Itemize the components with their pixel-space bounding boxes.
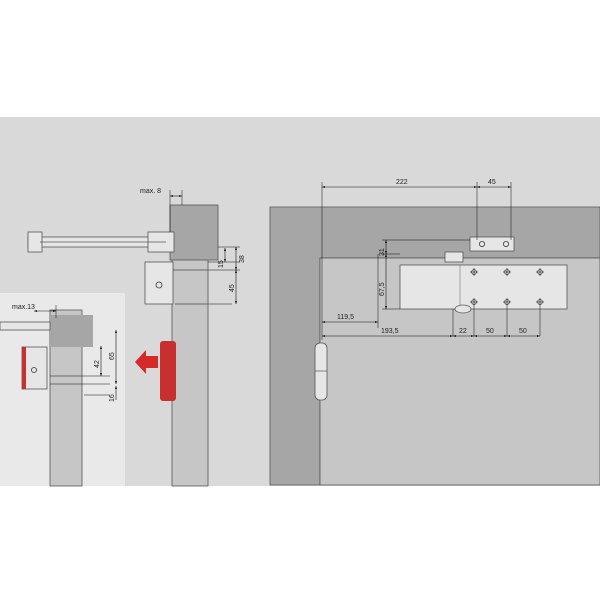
- inset-dim-65: 65: [109, 352, 116, 360]
- hinge-icon: [314, 342, 328, 401]
- arm-end: [27, 231, 43, 253]
- front-dim-45: 45: [488, 179, 496, 186]
- inset-frame-block: [49, 315, 93, 347]
- inset-view: max.13 42 65 16: [0, 293, 125, 487]
- inset-closer-body: [21, 346, 48, 390]
- screw-hole-icon: [502, 240, 509, 247]
- side-dim-38: 38: [239, 255, 246, 263]
- arm-link: [444, 251, 464, 263]
- screw-hole-icon: [470, 268, 544, 306]
- side-view: max. 8 38 15 45: [27, 188, 246, 487]
- inset-dim-16: 16: [109, 394, 116, 402]
- front-dim-31: 31: [379, 248, 386, 256]
- side-closer-body: [144, 261, 174, 305]
- side-dim-45: 45: [229, 284, 236, 292]
- side-max-label: max. 8: [140, 188, 161, 195]
- front-dim-193-5: 193,5: [381, 328, 399, 335]
- front-dim-222: 222: [396, 179, 408, 186]
- screw-hole-icon: [478, 240, 485, 247]
- screw-hole-icon: [155, 281, 163, 289]
- screw-hole-icon: [31, 367, 37, 373]
- arm-bracket: [469, 236, 515, 252]
- front-closer-body: [399, 264, 568, 310]
- front-dim-50b: 50: [519, 328, 527, 335]
- door-stop-red: [160, 341, 176, 401]
- side-frame-block: [169, 204, 219, 261]
- front-dim-22: 22: [459, 328, 467, 335]
- side-door: [171, 229, 209, 487]
- front-dim-50a: 50: [486, 328, 494, 335]
- closer-shaft: [454, 304, 472, 314]
- inset-max-label: max.13: [12, 304, 35, 311]
- inset-arm: [0, 321, 51, 331]
- arrow-icon: [135, 350, 158, 374]
- front-view: 222 45 31 67,5 119,5 193,5 22 50 50: [269, 179, 600, 486]
- side-dim-15: 15: [218, 260, 225, 268]
- inset-dim-42: 42: [94, 360, 101, 368]
- front-dim-119-5: 119,5: [337, 314, 354, 321]
- front-dim-67-5: 67,5: [379, 282, 386, 296]
